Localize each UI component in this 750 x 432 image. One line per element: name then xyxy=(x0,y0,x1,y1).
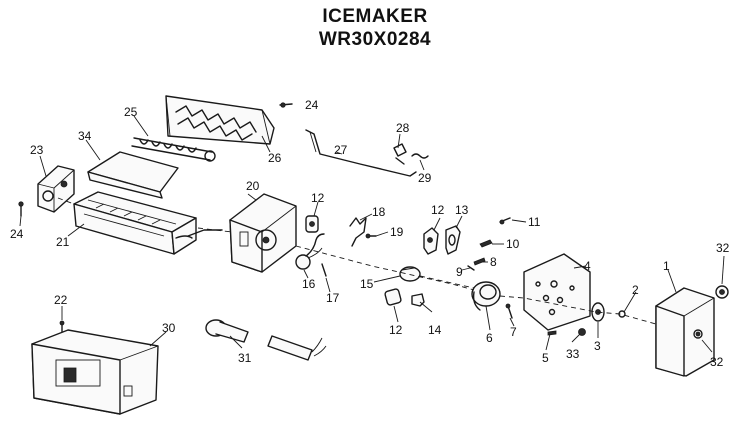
callout-1: 1 xyxy=(663,259,670,273)
part-28-clip xyxy=(393,143,407,165)
callout-15: 15 xyxy=(360,277,374,291)
assembly-lines xyxy=(57,197,657,325)
callout-31: 31 xyxy=(238,351,252,365)
callout-24-left: 24 xyxy=(10,227,24,241)
part-24-screw-top xyxy=(279,102,293,108)
callout-5: 5 xyxy=(542,351,549,365)
part-8-pin xyxy=(473,257,486,266)
callout-32-bottom: 32 xyxy=(710,355,724,369)
callout-25: 25 xyxy=(124,105,138,119)
callout-18: 18 xyxy=(372,205,386,219)
callout-20: 20 xyxy=(246,179,260,193)
callout-27: 27 xyxy=(334,143,348,157)
callout-30: 30 xyxy=(162,321,176,335)
callout-12-lower: 12 xyxy=(389,323,403,337)
part-25-ejector-shaft xyxy=(131,137,216,162)
part-17-clip xyxy=(321,263,327,277)
callout-6: 6 xyxy=(486,331,493,345)
callout-26: 26 xyxy=(268,151,282,165)
part-16-thermostat xyxy=(295,233,325,270)
part-10-spring xyxy=(479,239,493,248)
part-12-switch-upper xyxy=(305,215,319,233)
part-31-heater xyxy=(205,319,327,361)
callout-16: 16 xyxy=(302,277,316,291)
callout-32-top: 32 xyxy=(716,241,730,255)
callout-10: 10 xyxy=(506,237,520,251)
part-26-ejector-frame xyxy=(165,95,275,145)
callout-4: 4 xyxy=(584,259,591,273)
part-13-bracket xyxy=(445,225,461,255)
part-1-cover xyxy=(655,287,715,377)
part-11-screw xyxy=(499,217,511,225)
part-29-spring xyxy=(411,153,429,159)
diagram-title: ICEMAKER xyxy=(322,6,428,27)
callout-21: 21 xyxy=(56,235,70,249)
part-21-ice-mold xyxy=(73,191,223,255)
callout-19: 19 xyxy=(390,225,404,239)
part-4-housing-plate xyxy=(523,253,591,331)
part-20-mounting-plate xyxy=(229,193,297,273)
callout-8: 8 xyxy=(490,255,497,269)
callout-12-upper: 12 xyxy=(311,191,325,205)
part-30-bracket xyxy=(31,329,159,415)
part-9-pin xyxy=(467,265,475,271)
callout-17: 17 xyxy=(326,291,340,305)
callout-28: 28 xyxy=(396,121,410,135)
part-23-end-cover xyxy=(37,165,75,213)
part-7-screw xyxy=(505,303,513,319)
callout-11: 11 xyxy=(528,215,541,229)
callout-12-mid: 12 xyxy=(431,203,445,217)
part-24-screw-left xyxy=(18,201,24,217)
callout-7: 7 xyxy=(510,325,517,339)
callout-14: 14 xyxy=(428,323,442,337)
part-27-feeler-arm xyxy=(305,129,417,177)
part-12-switch-mid xyxy=(423,227,439,255)
leader-lines xyxy=(19,115,725,353)
part-19-screw xyxy=(365,233,377,239)
callout-22: 22 xyxy=(54,293,68,307)
callout-34: 34 xyxy=(78,129,92,143)
callout-9: 9 xyxy=(456,265,463,279)
callout-29: 29 xyxy=(418,171,432,185)
part-33-washer xyxy=(578,328,586,336)
part-32-nut-bottom xyxy=(695,331,701,337)
callout-33: 33 xyxy=(566,347,580,361)
part-34-shield xyxy=(87,151,179,199)
callout-2: 2 xyxy=(632,283,639,297)
callout-23: 23 xyxy=(30,143,44,157)
part-6-motor xyxy=(471,281,501,311)
part-18-bracket xyxy=(349,217,367,247)
callout-24-top: 24 xyxy=(305,98,319,112)
part-32-nut-top xyxy=(715,285,729,299)
part-15-solenoid xyxy=(399,266,421,282)
callout-labels: 1 2 3 4 5 6 7 8 9 10 11 12 12 12 13 14 1… xyxy=(10,98,730,369)
part-5-pin xyxy=(547,330,557,336)
model-number: WR30X0284 xyxy=(318,29,432,50)
callout-3: 3 xyxy=(594,339,601,353)
part-12-switch-lower xyxy=(384,288,402,306)
callout-13: 13 xyxy=(455,203,469,217)
